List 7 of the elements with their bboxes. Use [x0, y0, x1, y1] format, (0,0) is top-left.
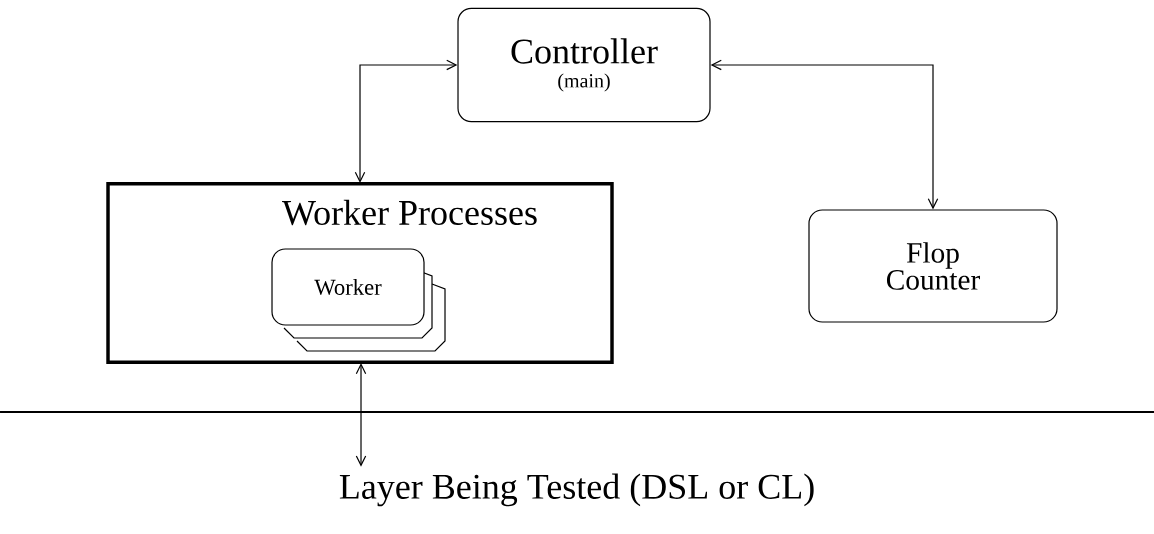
stacked-box: Worker: [271, 248, 446, 352]
arrow: [710, 59, 939, 210]
process-box: Flop Counter: [808, 209, 1058, 323]
caption-text: Layer Being Tested (DSL or CL): [339, 473, 814, 507]
arrow: [354, 59, 458, 183]
process-box: Controller (main): [457, 7, 711, 123]
arrow: [355, 363, 367, 467]
